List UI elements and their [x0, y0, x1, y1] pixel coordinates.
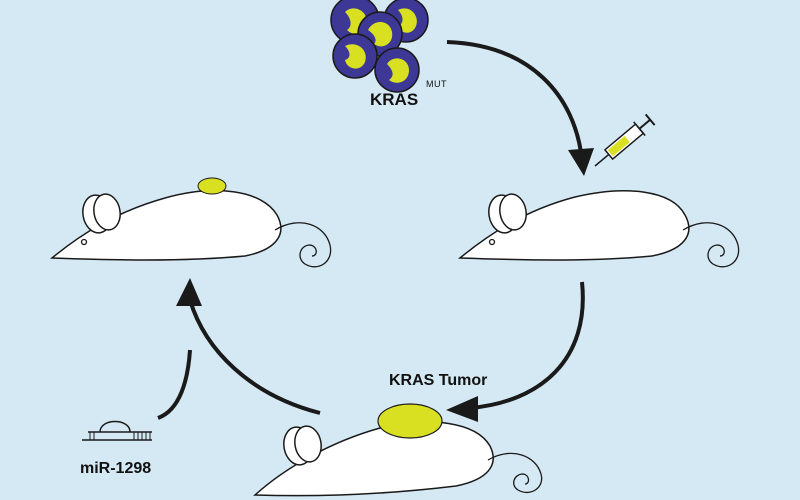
cancer-cell — [374, 47, 420, 93]
arrow-injection — [446, 40, 594, 176]
kras-tumor-label: KRAS Tumor — [389, 372, 488, 389]
mouse-with-tumor — [253, 403, 543, 497]
small-tumor — [197, 177, 227, 195]
mut-superscript: MUT — [426, 79, 447, 89]
cancer-cell — [332, 33, 378, 79]
syringe-icon — [594, 113, 656, 167]
mirna-hairpin-icon — [82, 420, 152, 441]
large-tumor — [377, 403, 443, 439]
arrow-mirna-treatment — [157, 349, 192, 420]
mouse-treated — [49, 177, 332, 268]
kras-label: KRAS — [370, 90, 419, 109]
arrow-tumor-growth — [446, 281, 585, 422]
mirna-label: miR-1298 — [80, 460, 152, 477]
kras-mutant-cells-cluster — [330, 0, 429, 93]
arrow-treatment-cycle — [176, 278, 321, 415]
mouse-injected — [457, 190, 740, 268]
